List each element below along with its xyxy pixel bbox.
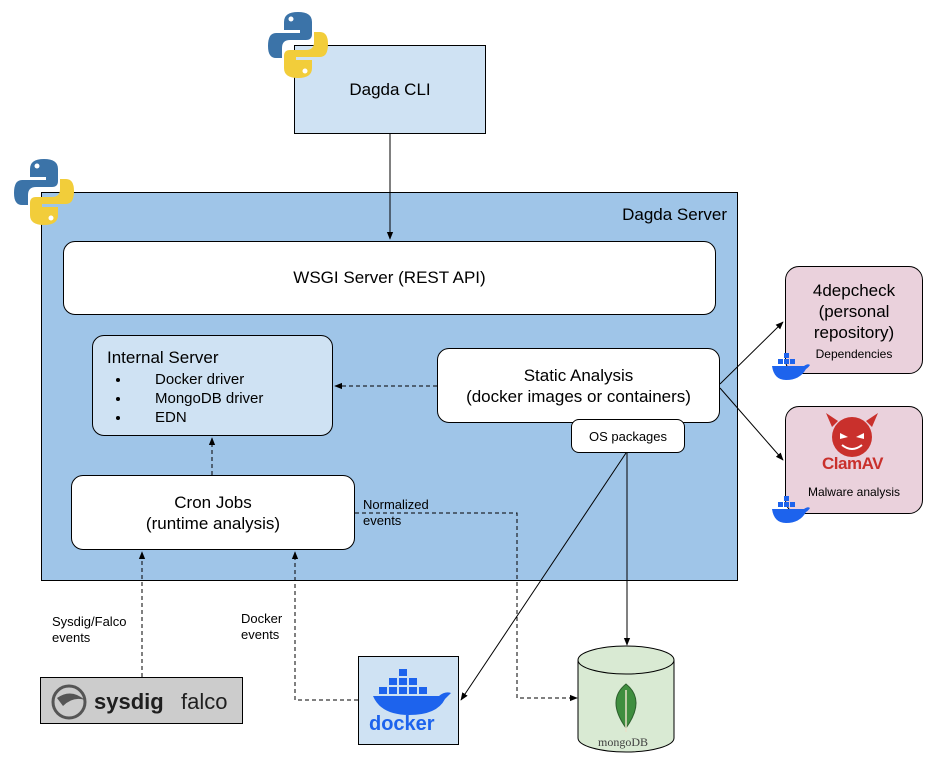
depcheck-box: 4depcheck (personal repository) Dependen… (785, 266, 923, 374)
dagda-cli-box: Dagda CLI (294, 45, 486, 134)
list-item: EDN (131, 408, 263, 427)
normalized-events-label: Normalized events (363, 497, 429, 529)
wsgi-label: WSGI Server (REST API) (293, 268, 486, 287)
docker-events-label: Docker events (241, 611, 282, 643)
internal-server-title: Internal Server (107, 348, 219, 367)
depcheck-line3: repository) (813, 322, 895, 342)
falco-bird-icon (51, 684, 87, 720)
sysdig-label-line1: Sysdig/Falco (52, 614, 127, 629)
sysdig-logo-text: sysdig (94, 689, 164, 714)
depcheck-line2: (personal (818, 301, 890, 321)
clamav-caption: Malware analysis (807, 485, 901, 499)
static-analysis-line1: Static Analysis (523, 365, 634, 385)
sysdig-label-line2: events (52, 630, 91, 645)
static-analysis-box: Static Analysis (docker images or contai… (437, 348, 720, 423)
static-analysis-line2: (docker images or containers) (466, 386, 691, 406)
sysdig-events-label: Sysdig/Falco events (52, 614, 126, 646)
os-packages-label: OS packages (588, 428, 668, 444)
list-item: MongoDB driver (131, 389, 263, 408)
docker-logo-text: docker (369, 713, 435, 735)
cli-label: Dagda CLI (349, 79, 431, 99)
cron-line2: (runtime analysis) (145, 513, 281, 533)
docker-whale-icon (373, 669, 451, 715)
server-title: Dagda Server (622, 205, 727, 224)
list-item: Docker driver (131, 370, 263, 389)
sysdig-falco-box: sysdig falco (40, 677, 243, 724)
internal-server-list: Docker driver MongoDB driver EDN (107, 370, 263, 427)
docker-label-line2: events (241, 627, 280, 642)
normalized-label-line2: events (363, 513, 402, 528)
internal-server-box: Internal Server Docker driver MongoDB dr… (92, 335, 333, 436)
wsgi-server-box: WSGI Server (REST API) (63, 241, 716, 315)
falco-logo-text: falco (181, 689, 228, 714)
clamav-logo-text: ClamAV (822, 454, 883, 473)
normalized-label-line1: Normalized (363, 497, 429, 512)
clamav-devil-icon (826, 413, 878, 457)
depcheck-line1: 4depcheck (812, 280, 896, 300)
cron-line1: Cron Jobs (174, 492, 252, 512)
clamav-box: ClamAV Malware analysis (785, 406, 923, 514)
docker-label-line1: Docker (241, 611, 283, 626)
mongodb-logo-text: mongoDB (598, 735, 649, 749)
depcheck-caption: Dependencies (815, 346, 893, 361)
docker-box: docker (358, 656, 459, 745)
os-packages-box: OS packages (571, 419, 685, 453)
cron-jobs-box: Cron Jobs (runtime analysis) (71, 475, 355, 550)
